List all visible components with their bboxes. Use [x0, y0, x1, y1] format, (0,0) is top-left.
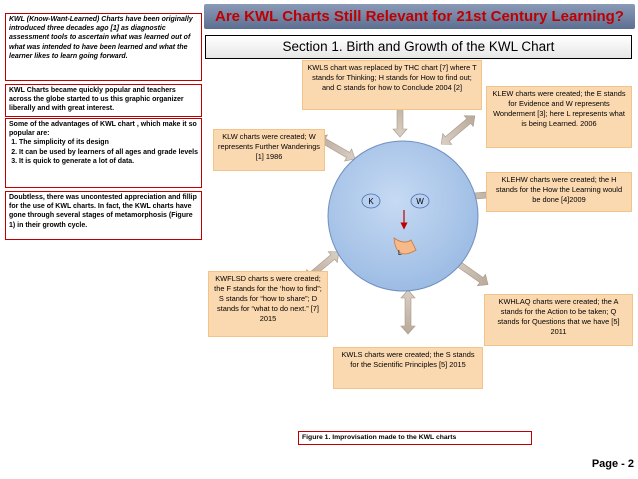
- right-eye: [410, 193, 430, 209]
- advantages-list: The simplicity of its design It can be u…: [9, 138, 198, 166]
- klew-box: KLEW charts were created; the E stands f…: [486, 86, 632, 148]
- mouth-label: L: [398, 250, 402, 257]
- kwhlaq-box: KWHLAQ charts were created; the A stands…: [484, 294, 633, 346]
- advantages-heading: Some of the advantages of KWL chart , wh…: [9, 121, 197, 138]
- section-title: Section 1. Birth and Growth of the KWL C…: [205, 35, 632, 59]
- list-item: The simplicity of its design: [19, 138, 198, 147]
- intro-text: KWL (Know-Want-Learned) Charts have been…: [5, 13, 202, 81]
- right-eye-label: W: [416, 197, 424, 206]
- kwls-scientific-box: KWLS charts were created; the S stands f…: [333, 347, 483, 389]
- left-eye: [361, 193, 381, 209]
- arrow-bottom: [400, 289, 416, 335]
- advantages-box: Some of the advantages of KWL chart , wh…: [5, 118, 202, 188]
- kwls-thc-box: KWLS chart was replaced by THC chart [7]…: [302, 60, 482, 110]
- figure-caption: Figure 1. Improvisation made to the KWL …: [298, 431, 532, 445]
- arrow-top-right: [440, 115, 476, 145]
- banner-title: Are KWL Charts Still Relevant for 21st C…: [204, 4, 635, 29]
- face-circle: [327, 140, 479, 292]
- kwflsd-box: KWFLSD charts s were created; the F stan…: [208, 271, 328, 337]
- list-item: It can be used by learners of all ages a…: [19, 148, 198, 157]
- page-number: Page - 2: [591, 458, 634, 470]
- klw-box: KLW charts were created; W represents Fu…: [213, 129, 325, 171]
- klehw-box: KLEHW charts were created; the H stands …: [486, 172, 632, 212]
- left-eye-label: K: [368, 197, 374, 206]
- list-item: It is quick to generate a lot of data.: [19, 157, 198, 166]
- smiley-face: K W L: [327, 140, 479, 292]
- mouth: [393, 237, 417, 255]
- popular-text: KWL Charts became quickly popular and te…: [5, 84, 202, 117]
- metamorphosis-text: Doubtless, there was uncontested appreci…: [5, 191, 202, 240]
